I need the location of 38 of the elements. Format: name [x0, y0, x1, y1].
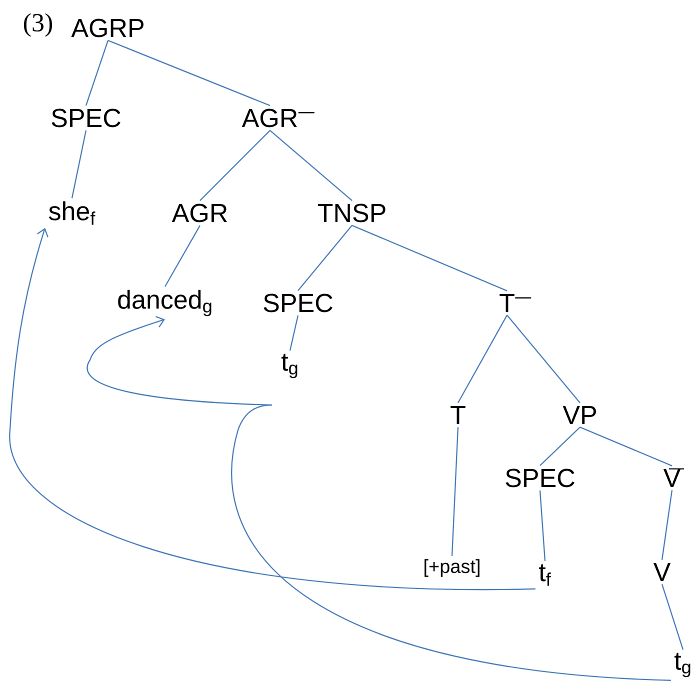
tree-branch: [108, 40, 270, 106]
tree-label: V: [653, 563, 671, 581]
tree-branch: [506, 314, 580, 404]
tree-label: V: [663, 468, 684, 487]
tree-branch: [580, 426, 672, 466]
tree-label: T: [500, 294, 532, 312]
tree-branch: [164, 225, 201, 287]
tree-label: SPEC: [264, 294, 332, 312]
movement-arrow: [9, 228, 536, 590]
tree-label: t$_{g}$: [674, 652, 690, 678]
tree-label: SPEC: [52, 108, 120, 128]
tree-label: t$_{g}$: [281, 354, 298, 378]
tree-label: [+past]: [424, 559, 480, 577]
tree-label: VP: [562, 406, 596, 424]
tree-branch: [71, 130, 87, 198]
tree-label: AGR: [172, 204, 227, 222]
tree-branch: [540, 426, 580, 466]
tree-label: SPEC: [506, 468, 574, 488]
tree-branch: [457, 314, 508, 404]
tree-branch: [451, 427, 459, 556]
example-number: (3): [24, 13, 52, 37]
tree-branch: [661, 490, 673, 560]
movement-arrow: [87, 316, 671, 681]
tree-label: danced$_{g}$: [118, 290, 212, 316]
tree-branch: [298, 225, 352, 291]
tree-label: TNSP: [318, 204, 386, 222]
tree-branch: [289, 315, 299, 351]
tree-label: t$_{f}$: [539, 564, 551, 586]
tree-branch: [661, 584, 684, 650]
tree-branch: [352, 224, 508, 292]
tree-branch: [200, 130, 270, 202]
tree-label: AGR: [242, 108, 314, 128]
tree-branch: [539, 490, 546, 562]
tree-label: she$_{f}$: [48, 201, 96, 225]
tree-branch: [85, 40, 109, 106]
tree-label: AGRP: [71, 18, 144, 38]
tree-label: T: [450, 406, 466, 424]
tree-branch: [270, 130, 352, 202]
